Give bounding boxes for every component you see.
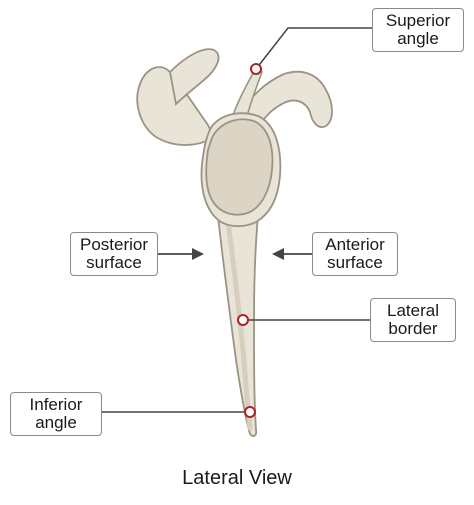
superior-angle-label: Superior angle	[372, 8, 464, 52]
anterior-arrowhead	[272, 248, 284, 260]
inferior-angle-label-line2: angle	[35, 413, 77, 432]
superior-angle-leader	[255, 27, 372, 70]
acromion-tip	[169, 48, 220, 106]
glenoid-cavity	[205, 118, 274, 216]
lateral-border-label-line1: Lateral	[387, 301, 439, 320]
superior-angle-label-line2: angle	[397, 29, 439, 48]
coracoid-process	[238, 70, 333, 130]
anterior-surface-label: Anterior surface	[312, 232, 398, 276]
inferior-angle-label: Inferior angle	[10, 392, 102, 436]
inferior-angle-marker	[244, 406, 256, 418]
lateral-border-marker	[237, 314, 249, 326]
posterior-surface-label: Posterior surface	[70, 232, 158, 276]
lateral-border-label-line2: border	[388, 319, 438, 338]
anterior-surface-label-line1: Anterior	[325, 235, 385, 254]
posterior-arrowhead	[192, 248, 204, 260]
inferior-angle-label-line1: Inferior	[29, 395, 83, 414]
anterior-surface-label-line2: surface	[327, 253, 383, 272]
posterior-surface-label-line1: Posterior	[79, 235, 149, 254]
superior-border	[230, 66, 263, 121]
superior-angle-marker	[250, 63, 262, 75]
posterior-surface-label-line2: surface	[86, 253, 142, 272]
lateral-border-label: Lateral border	[370, 298, 456, 342]
diagram-caption: Lateral View	[182, 467, 292, 489]
superior-angle-label-line1: Superior	[385, 11, 451, 30]
